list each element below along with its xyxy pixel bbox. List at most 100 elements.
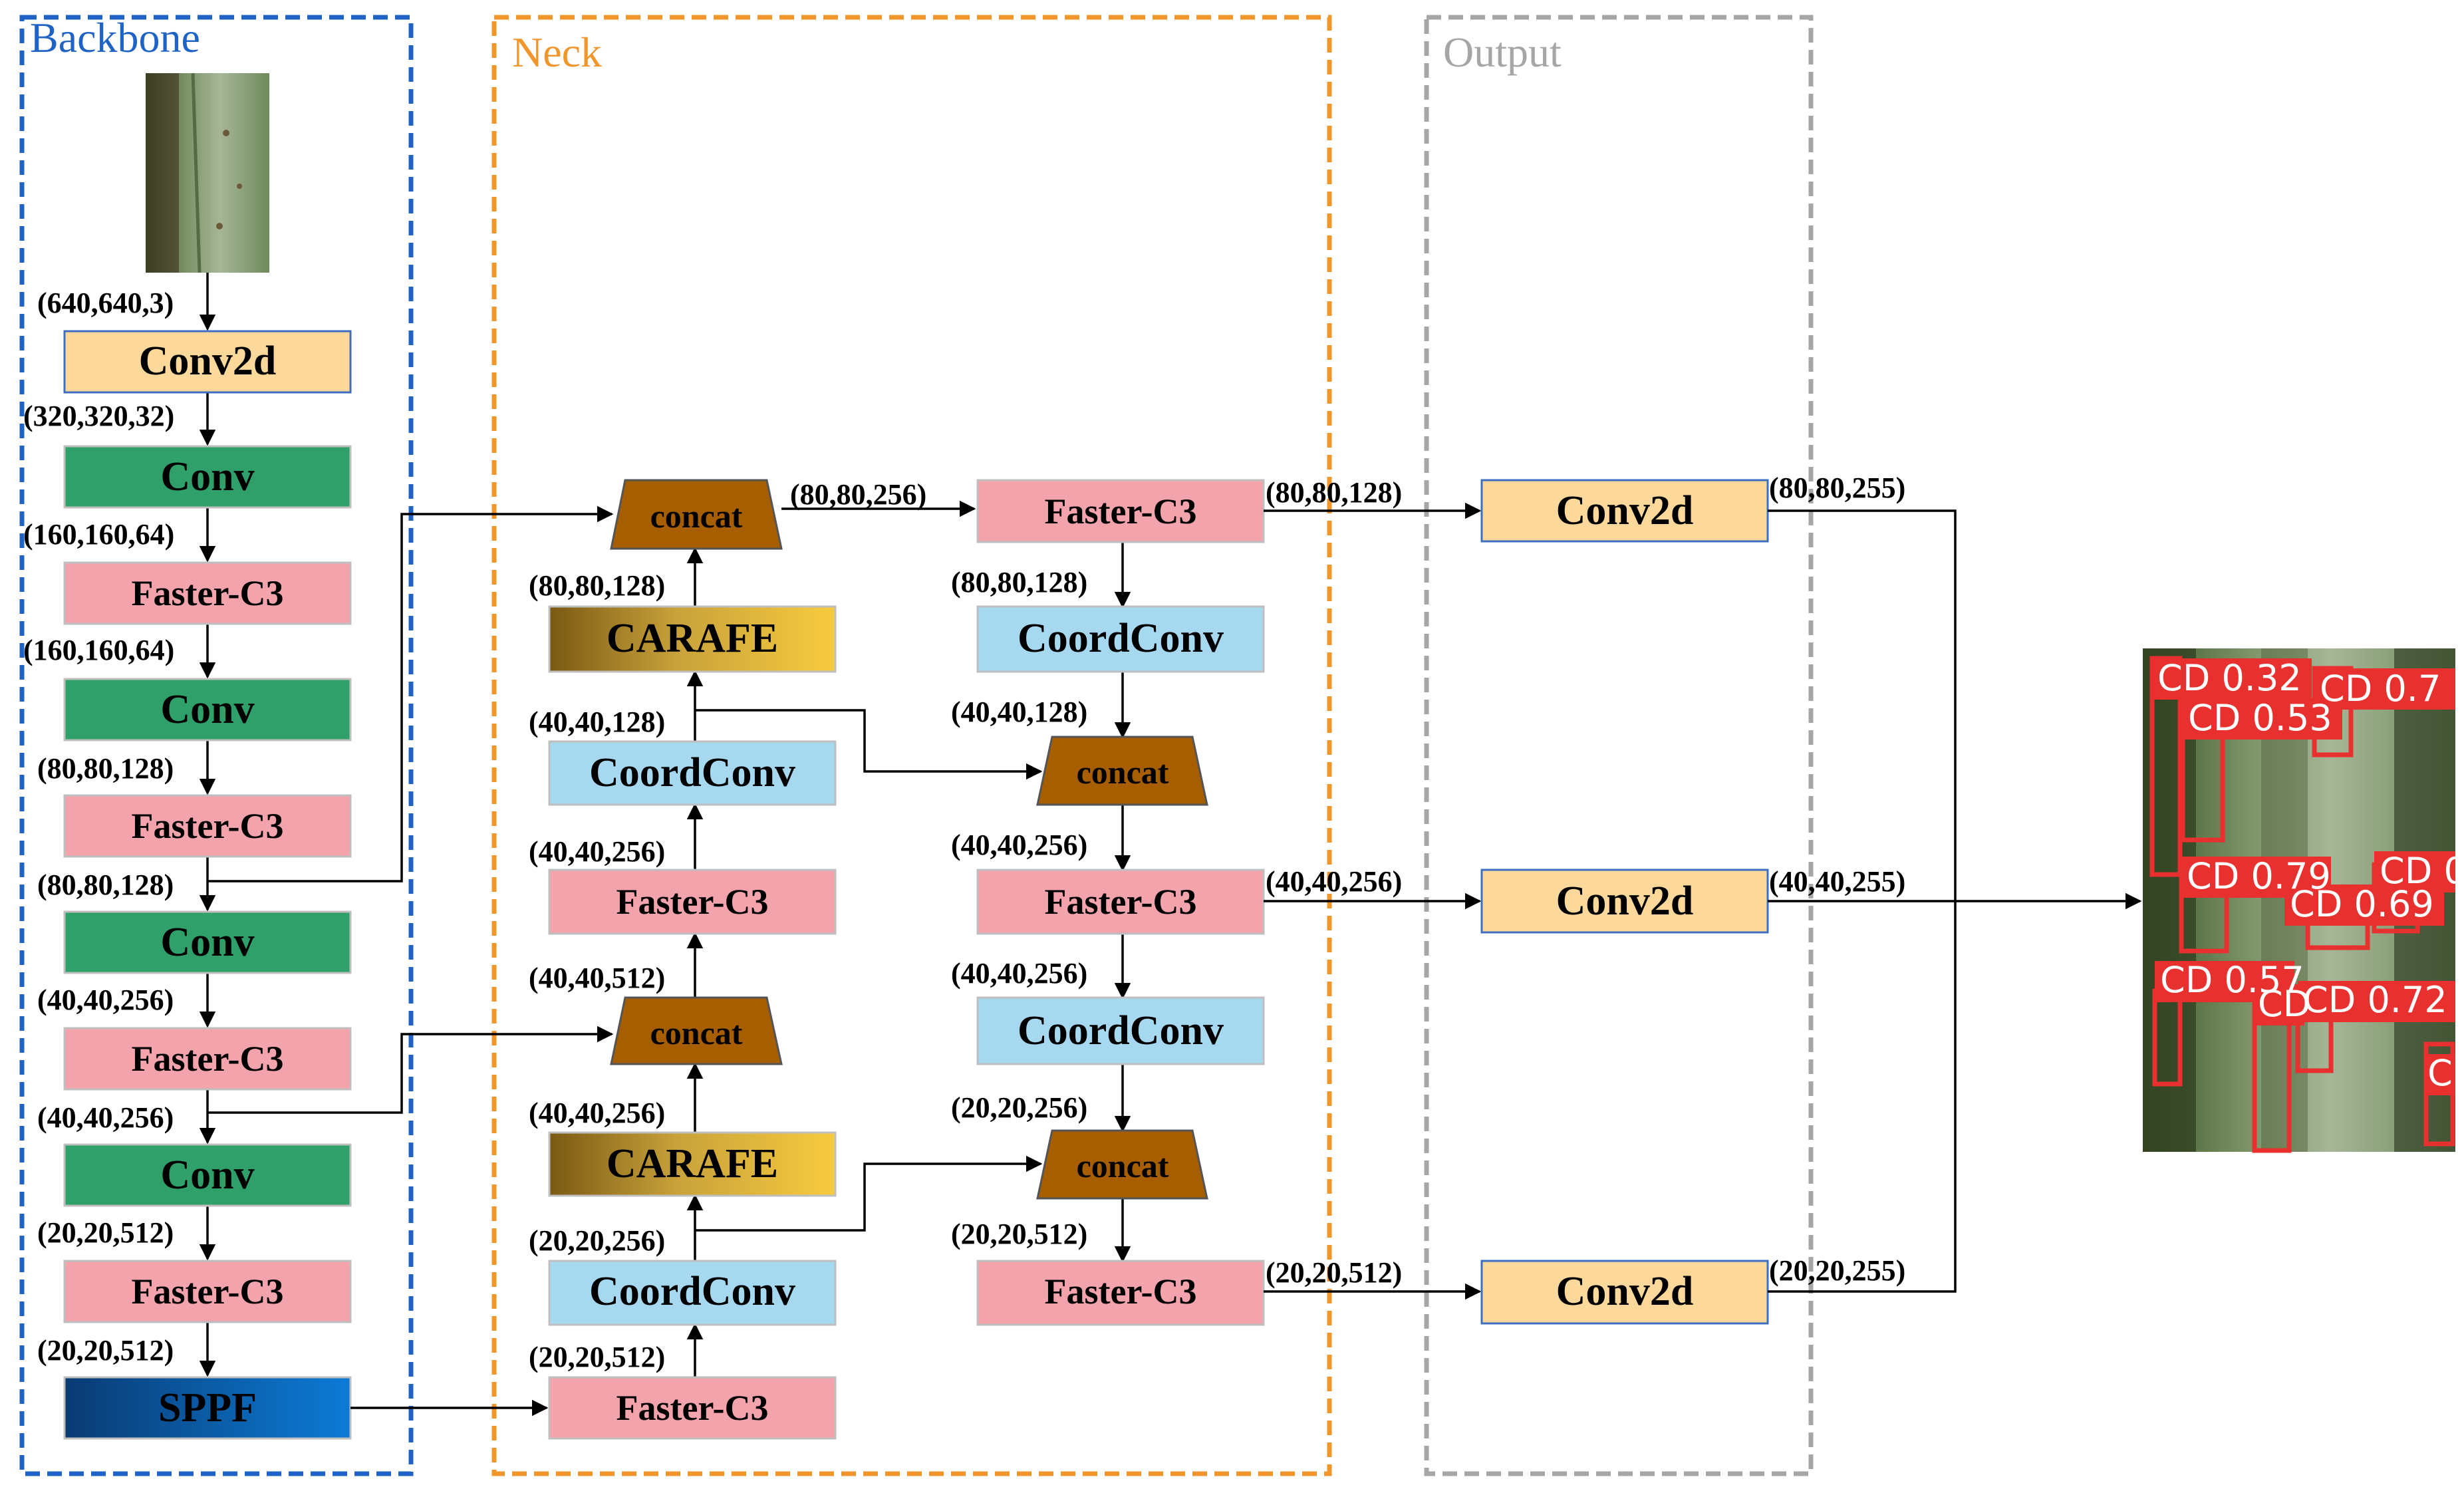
bb-conv2d: Conv2d [63, 330, 352, 394]
svg-text:Conv2d: Conv2d [1556, 488, 1694, 533]
dim-nr-fc3a-out: (80,80,128) [951, 566, 1087, 599]
nl-concat-bottom: concat [610, 996, 783, 1065]
dim-head-out-3: (20,20,255) [1769, 1254, 1905, 1287]
nl-carafe-bottom: CARAFE [548, 1131, 837, 1197]
svg-text:CoordConv: CoordConv [1018, 1008, 1224, 1053]
dim-nl-concat-out: (80,80,256) [790, 478, 926, 511]
nr-coordconv-top: CoordConv [976, 605, 1265, 673]
svg-text:CoordConv: CoordConv [589, 1269, 795, 1314]
nr-concat-bottom: concat [1036, 1129, 1208, 1200]
svg-text:CARAFE: CARAFE [607, 1141, 778, 1186]
nr-faster-c3-bottom: Faster-C3 [976, 1260, 1265, 1326]
nr-faster-c3-top: Faster-C3 [976, 479, 1265, 543]
det-label-3: CD 0.53 [2188, 697, 2332, 739]
det-label-9: C [2427, 1052, 2453, 1094]
det-label-4: CD 0.79 [2187, 855, 2331, 897]
backbone-frame [19, 15, 414, 1476]
dim-nl-fc3b-out: (20,20,512) [529, 1341, 665, 1373]
nr-faster-c3-mid: Faster-C3 [976, 869, 1265, 935]
dim-nl-coord1-out: (40,40,128) [529, 706, 665, 738]
svg-text:Conv2d: Conv2d [1556, 1269, 1694, 1314]
nr-concat-top: concat [1036, 736, 1208, 806]
bb-conv-1: Conv [63, 445, 352, 509]
dim-nl-coord2-out: (20,20,256) [529, 1224, 665, 1257]
dim-bb-3: (160,160,64) [23, 634, 174, 666]
svg-text:concat: concat [650, 497, 743, 535]
dim-nl-concat2-out: (40,40,512) [529, 962, 665, 994]
svg-text:Conv: Conv [160, 920, 254, 965]
det-label-8: CD 0.72 [2303, 979, 2447, 1021]
output-image: CD 0.32 CD 0.7 CD 0.53 CD 0.79 CD 0 CD 0… [2143, 648, 2464, 1153]
svg-text:Conv2d: Conv2d [1556, 879, 1694, 924]
dim-bb-8: (20,20,512) [37, 1216, 174, 1249]
det-label-10: CD [2258, 983, 2310, 1025]
bb-faster-c3-4: Faster-C3 [63, 1260, 352, 1323]
dim-nl-carafe2-out: (40,40,256) [529, 1097, 665, 1129]
input-image [146, 72, 269, 273]
bb-faster-c3-3: Faster-C3 [63, 1027, 352, 1091]
output-title: Output [1443, 29, 1562, 76]
neck-frame [491, 15, 1332, 1476]
dim-head-in-1: (80,80,128) [1266, 476, 1402, 509]
dim-bb-5: (80,80,128) [37, 869, 174, 901]
nl-faster-c3-bottom: Faster-C3 [548, 1376, 837, 1440]
nl-carafe-top: CARAFE [548, 605, 837, 673]
svg-text:Faster-C3: Faster-C3 [616, 1388, 769, 1428]
head-conv2d-3: Conv2d [1480, 1260, 1769, 1325]
svg-text:concat: concat [1077, 753, 1169, 791]
dim-nl-fc3a-out: (40,40,256) [529, 835, 665, 868]
svg-text:Faster-C3: Faster-C3 [1045, 1272, 1197, 1311]
det-label-1: CD 0.32 [2157, 657, 2302, 699]
svg-text:Faster-C3: Faster-C3 [132, 1039, 284, 1079]
dim-bb-7: (40,40,256) [37, 1101, 174, 1134]
bb-sppf: SPPF [63, 1376, 352, 1440]
dim-bb-input: (640,640,3) [37, 287, 174, 319]
neck-title: Neck [512, 29, 602, 76]
svg-text:concat: concat [1077, 1147, 1169, 1184]
svg-text:Conv: Conv [160, 687, 254, 732]
head-conv2d-2: Conv2d [1480, 869, 1769, 934]
nl-concat-top: concat [610, 479, 783, 550]
svg-text:Faster-C3: Faster-C3 [1045, 882, 1197, 922]
svg-text:Faster-C3: Faster-C3 [1045, 491, 1197, 531]
bb-faster-c3-2: Faster-C3 [63, 794, 352, 858]
svg-text:Faster-C3: Faster-C3 [616, 882, 769, 922]
dim-head-out-1: (80,80,255) [1769, 472, 1905, 504]
nl-faster-c3-mid: Faster-C3 [548, 869, 837, 935]
svg-text:Faster-C3: Faster-C3 [132, 1272, 284, 1311]
dim-bb-2: (160,160,64) [23, 518, 174, 551]
dim-bb-4: (80,80,128) [37, 752, 174, 785]
nr-coordconv-bottom: CoordConv [976, 996, 1265, 1065]
nl-coordconv-bottom: CoordConv [548, 1260, 837, 1326]
dim-nr-coord1-out: (40,40,128) [951, 696, 1087, 728]
dim-nr-concat1-out: (40,40,256) [951, 829, 1087, 861]
nl-coordconv-top: CoordConv [548, 740, 837, 806]
bb-faster-c3-1: Faster-C3 [63, 561, 352, 625]
dim-nr-concat2-out: (20,20,512) [951, 1218, 1087, 1250]
dim-head-out-2: (40,40,255) [1769, 865, 1905, 898]
svg-text:CARAFE: CARAFE [607, 616, 778, 661]
svg-text:Faster-C3: Faster-C3 [132, 573, 284, 613]
svg-text:SPPF: SPPF [158, 1385, 257, 1430]
svg-text:Conv: Conv [160, 1153, 254, 1198]
svg-text:concat: concat [650, 1014, 743, 1051]
dim-nl-carafe1-out: (80,80,128) [529, 569, 665, 602]
svg-text:Conv: Conv [160, 454, 254, 499]
det-label-5: CD 0 [2380, 850, 2464, 892]
dim-nr-coord2-out: (20,20,256) [951, 1091, 1087, 1124]
det-label-6: CD 0.69 [2290, 883, 2434, 925]
bb-conv-3: Conv [63, 910, 352, 974]
output-frame [1424, 15, 1814, 1476]
det-label-7: CD 0.57 [2160, 959, 2304, 1001]
head-conv2d-1: Conv2d [1480, 479, 1769, 543]
dim-bb-9: (20,20,512) [37, 1334, 174, 1367]
svg-text:Conv2d: Conv2d [139, 339, 277, 384]
dim-nr-fc3b-out: (40,40,256) [951, 957, 1087, 990]
det-label-2: CD 0.7 [2320, 668, 2441, 710]
svg-text:CoordConv: CoordConv [1018, 616, 1224, 661]
dim-head-in-3: (20,20,512) [1266, 1256, 1402, 1289]
svg-text:Faster-C3: Faster-C3 [132, 806, 284, 846]
bb-conv-2: Conv [63, 678, 352, 742]
bb-conv-4: Conv [63, 1143, 352, 1207]
